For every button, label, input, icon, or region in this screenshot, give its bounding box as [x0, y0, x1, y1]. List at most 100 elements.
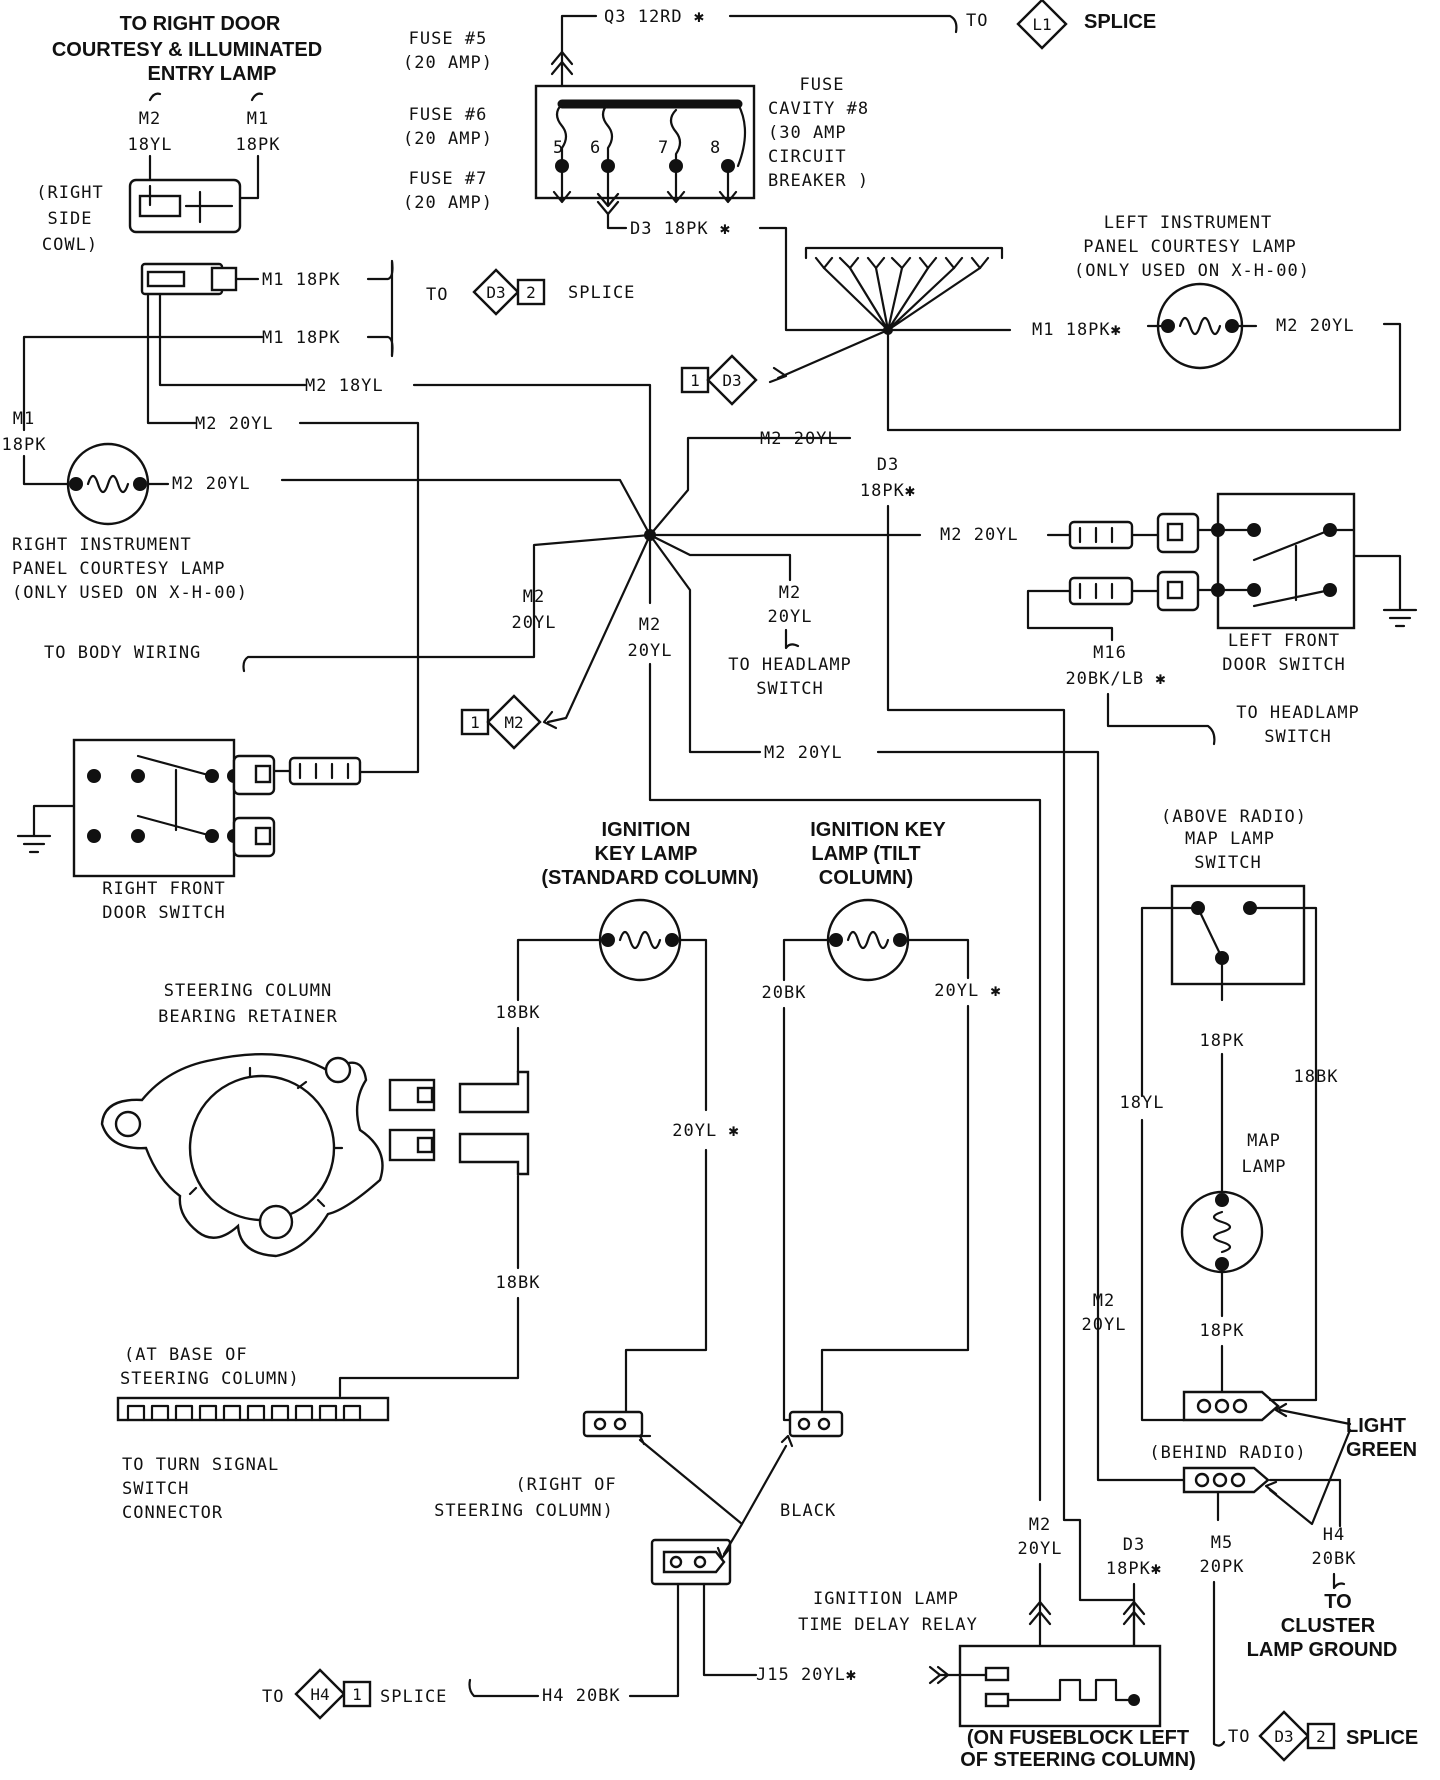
ign-std-title-3: (STANDARD COLUMN) [541, 867, 758, 889]
wire-label-18yl: 18YL [128, 135, 173, 155]
m16-label-1: M16 [1093, 643, 1127, 663]
rdsw-dot-4 [131, 829, 145, 843]
h4-splice-num: 1 [352, 1685, 362, 1704]
fuse-number-8: 8 [710, 138, 721, 158]
d3-bottom-2: 18PK✱ [1106, 1559, 1162, 1579]
h4-splice-to: TO [262, 1687, 284, 1707]
m1-18pk-star: M1 18PK✱ [1032, 320, 1122, 340]
to-headlamp-2: SWITCH [756, 679, 823, 699]
retainer-hole-3 [258, 1204, 294, 1240]
m5-label-2: 20PK [1200, 1557, 1245, 1577]
wire-m2-20yl-left [146, 292, 197, 425]
ign-std-title-1: IGNITION [602, 819, 691, 841]
turn-signal-connector [116, 1396, 390, 1422]
light-green-1: LIGHT [1346, 1415, 1406, 1437]
d3-wire-fuse6 [606, 212, 628, 230]
q3-wire-label: Q3 12RD ✱ [604, 7, 705, 27]
ign-tilt-right-wire [898, 938, 970, 980]
fuse6-label-1: FUSE #6 [409, 105, 488, 125]
m2-20yl-upper-hub [648, 436, 852, 537]
ign-std-right-wire [670, 938, 708, 1112]
lg-conn-pin-1 [1196, 1398, 1212, 1414]
m2-code: M2 [504, 713, 523, 732]
wire-18pk-upper: 18PK [1200, 1031, 1245, 1051]
wire-18bk-map: 18BK [1294, 1067, 1339, 1087]
black-conn-pin-2 [693, 1555, 707, 1569]
wire-label-m1: M1 [247, 109, 269, 129]
map-switch-title-2: MAP LAMP [1185, 829, 1275, 849]
relay-term-dot [1128, 1694, 1140, 1706]
fuse-elements [555, 102, 747, 168]
relay-title-2: TIME DELAY RELAY [798, 1615, 978, 1635]
d3-18pk-stack-1: D3 [877, 455, 899, 475]
l1-splice-code: L1 [1032, 15, 1051, 34]
j15-label: J15 20YL✱ [756, 1665, 857, 1685]
left-lamp-title-1: LEFT INSTRUMENT [1104, 213, 1273, 233]
wire-m2-18yl: M2 18YL [305, 376, 384, 396]
h4-break [1332, 1572, 1346, 1590]
fuse5-label-2: (20 AMP) [403, 53, 493, 73]
map-switch-wires [1196, 906, 1318, 1402]
right-lamp-to-hub [280, 478, 652, 537]
lg-conn-pin-2 [1214, 1398, 1230, 1414]
behind-radio: (BEHIND RADIO) [1149, 1443, 1306, 1463]
fuse-number-5: 5 [553, 138, 564, 158]
d3-left-diamond [706, 354, 758, 406]
right-lamp-wire-label: M2 20YL [172, 474, 251, 494]
map-lamp-title-1: MAP [1247, 1131, 1281, 1151]
relay-loc-1: (ON FUSEBLOCK LEFT [967, 1727, 1189, 1749]
tilt-conn-pin-2 [817, 1417, 831, 1431]
h4-wire-label: H4 20BK [542, 1686, 621, 1706]
left-lamp-title-3: (ONLY USED ON X-H-00) [1074, 261, 1310, 281]
to-d3-splice-to: TO [426, 285, 448, 305]
cluster-1: TO [1324, 1591, 1351, 1613]
fuse8-terminal [721, 159, 735, 173]
ign-std-right-run [624, 1148, 708, 1414]
retainer-tabs [188, 1066, 344, 1208]
right-instrument-lamp: M2 20YL RIGHT INSTRUMENT PANEL COURTESY … [12, 442, 652, 603]
j15-arrow [928, 1665, 988, 1685]
rdsw-dot-1 [87, 769, 101, 783]
fuse7-label-1: FUSE #7 [409, 169, 488, 189]
to-headlamp2-2: SWITCH [1264, 727, 1331, 747]
d3-top-label: D3 18PK ✱ [630, 219, 731, 239]
wire-m1-18pk-upper: M1 18PK [262, 270, 341, 290]
break-ticks [148, 92, 264, 102]
fuse-number-7: 7 [658, 138, 669, 158]
d3-splice-code: D3 [486, 283, 505, 302]
fuse6-label-2: (20 AMP) [403, 129, 493, 149]
d3-splice-label: SPLICE [568, 283, 635, 303]
m2-20yl-upper: M2 20YL [760, 429, 839, 449]
wire-m1-left-run [22, 335, 264, 432]
retainer-hole-1 [324, 1056, 352, 1084]
wire-18bk-lower: 18BK [496, 1273, 541, 1293]
d3-comb-splice: M1 18PK✱ 1 D3 [680, 246, 1122, 432]
right-lamp-terminal-1 [69, 477, 83, 491]
h4-splice-num-box [342, 1680, 372, 1708]
m5-label-1: M5 [1211, 1533, 1233, 1553]
retainer-wire-to-connector [338, 1296, 520, 1398]
wire-m2-18yl-run [158, 292, 307, 387]
h4-splice-wire [468, 1678, 540, 1698]
hub-to-body [242, 533, 652, 673]
comb-bar [804, 246, 1004, 260]
light-green-2: GREEN [1346, 1439, 1417, 1461]
right-of-column-2: STEERING COLUMN) [434, 1501, 614, 1521]
right-door-switch-title-2: DOOR SWITCH [102, 903, 226, 923]
cavity-label-4: CIRCUIT [768, 147, 847, 167]
m2-20yl-down-2: 20YL [628, 641, 673, 661]
left-door-plug-ribs [1078, 526, 1114, 600]
inline-connector-cap [210, 266, 238, 292]
br-conn-pin-3 [1230, 1472, 1246, 1488]
m2-20yl-long-run [648, 662, 1042, 1502]
rdsw-term-2-slot [254, 826, 272, 846]
retainer-bore [188, 1074, 336, 1222]
light-green-arrow [1268, 1398, 1352, 1426]
right-of-column-1: (RIGHT OF [515, 1475, 616, 1495]
cavity-label-3: (30 AMP [768, 123, 847, 143]
ign-tilt-left-run [782, 1006, 808, 1422]
map-lamp-feed [1140, 1052, 1224, 1422]
m2-20yl-hl-2: 20YL [768, 607, 813, 627]
ign-tilt-left-wire [782, 938, 838, 982]
wire-m1-upper-break [366, 259, 394, 281]
